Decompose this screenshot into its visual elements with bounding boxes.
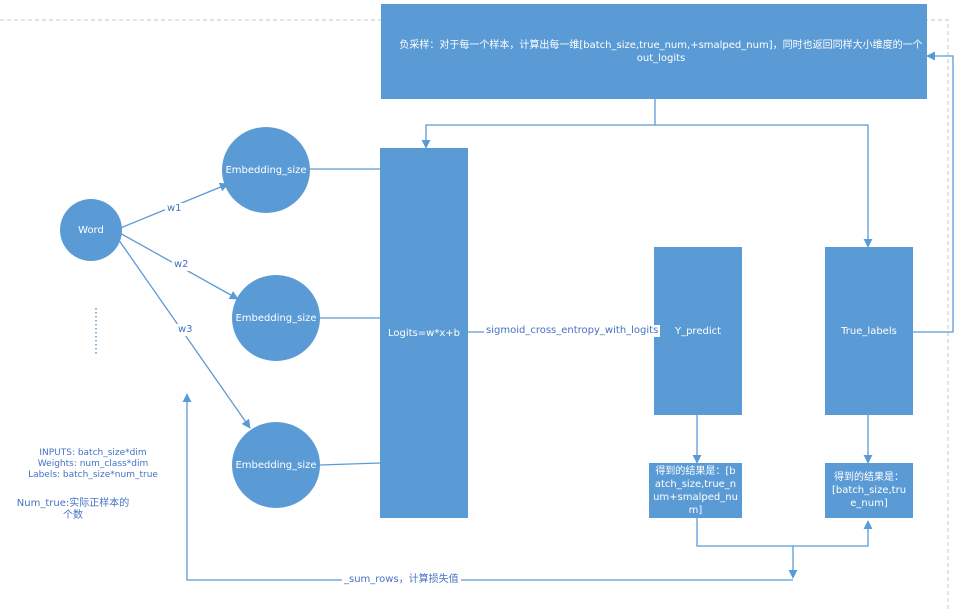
true-labels-label: True_labels [841,325,897,337]
embedding-label-1: Embedding_size [225,164,307,176]
edge-true-labels-feedback [912,51,954,333]
result-true-label: 得到的结果是：[batch_size,true_num] [831,472,907,509]
word-label: Word [78,224,104,236]
negative-sampling-box: 负采样：对于每一个样本，计算出每一维[batch_size,true_num,+… [381,4,927,99]
logits-box: Logits=w*x+b [380,148,468,518]
embedding-node-1: Embedding_size [222,127,310,213]
note-labels: Labels: batch_size*num_true [28,470,158,480]
result-predict-label: 得到的结果是：[batch_size,true_num+smalped_num] [653,465,738,516]
edge-label-w1: w1 [165,203,184,215]
edge-sampling-split [421,99,656,149]
true-labels-box: True_labels [825,247,913,415]
y-predict-box: Y_predict [654,247,742,415]
note-num-true: Num_true:实际正样本的个数 [16,498,130,521]
edge-label-sum-rows: _sum_rows，计算损失值 [342,574,461,586]
page-border [0,19,949,611]
result-predict-box: 得到的结果是：[batch_size,true_num+smalped_num] [649,463,742,518]
y-predict-label: Y_predict [674,325,722,337]
word-node: Word [60,199,122,261]
logits-label: Logits=w*x+b [388,327,460,339]
edge-sampling-true-labels [655,124,873,248]
negative-sampling-text: 负采样：对于每一个样本，计算出每一维[batch_size,true_num,+… [399,39,923,64]
edge-label-sigmoid: sigmoid_cross_entropy_with_logits [484,325,661,337]
embedding-node-2: Embedding_size [232,275,320,361]
embedding-label-3: Embedding_size [235,459,317,471]
embedding-node-3: Embedding_size [232,422,320,508]
note-inputs: INPUTS: batch_size*dim [39,448,147,458]
edge-label-w2: w2 [172,259,191,271]
edge-sum-rows-loop [182,393,793,581]
result-true-box: 得到的结果是：[batch_size,true_num] [825,463,913,518]
edge-results-merge [696,518,873,547]
notes-block: INPUTS: batch_size*dim Weights: num_clas… [8,448,178,481]
edge-embedding-3-logits [319,462,381,466]
note-weights: Weights: num_class*dim [37,459,149,469]
edge-label-w3: w3 [176,324,195,336]
embedding-label-2: Embedding_size [235,312,317,324]
